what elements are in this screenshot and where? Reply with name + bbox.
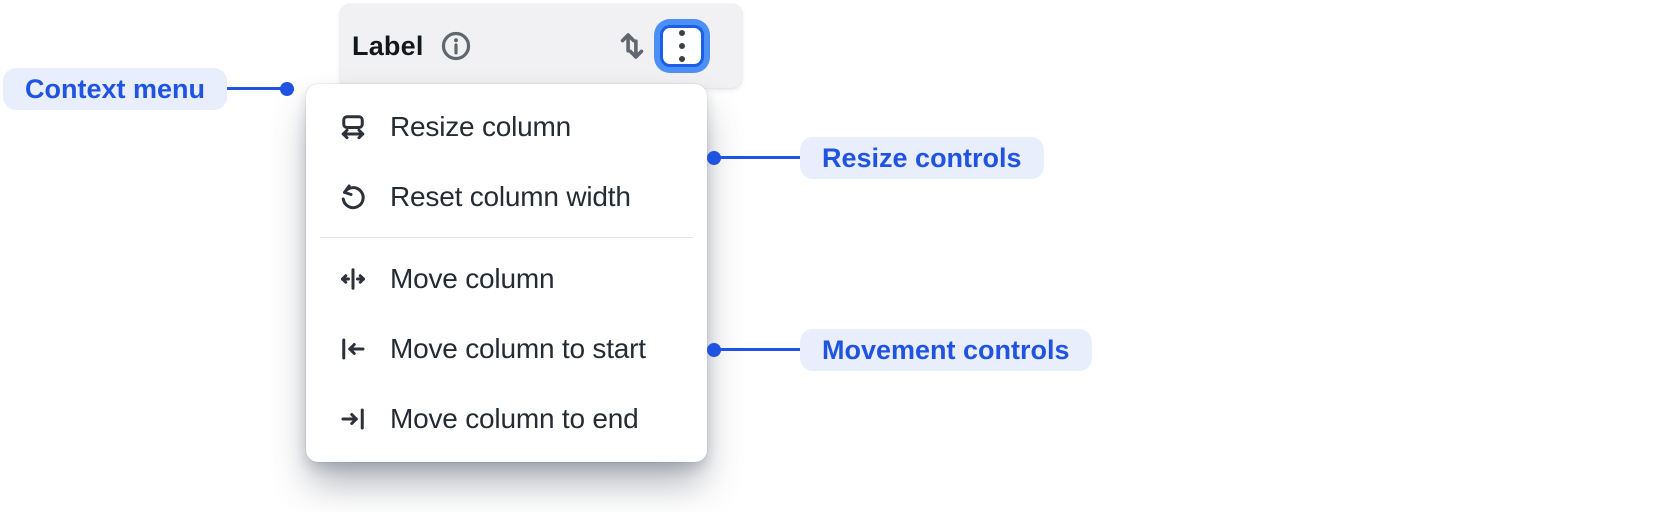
column-header-label: Label bbox=[352, 30, 424, 61]
menu-item-move-column-to-end[interactable]: Move column to end bbox=[306, 384, 707, 454]
annotation-connector-dot bbox=[707, 343, 721, 357]
info-icon[interactable] bbox=[440, 30, 472, 62]
annotation-label: Resize controls bbox=[822, 142, 1022, 173]
column-header: Label bbox=[340, 4, 742, 88]
menu-item-reset-column-width[interactable]: Reset column width bbox=[306, 162, 707, 232]
sort-icon[interactable] bbox=[614, 28, 650, 64]
column-more-menu-button[interactable] bbox=[660, 25, 704, 67]
annotation-resize-controls: Resize controls bbox=[800, 137, 1044, 179]
menu-item-resize-column[interactable]: Resize column bbox=[306, 92, 707, 162]
annotation-connector-dot bbox=[707, 151, 721, 165]
annotation-movement-controls: Movement controls bbox=[800, 329, 1092, 371]
column-context-menu: Resize column Reset column width Move co… bbox=[306, 84, 707, 462]
resize-column-icon bbox=[341, 115, 365, 140]
annotation-connector-dot bbox=[280, 82, 294, 96]
annotation-connector-line bbox=[197, 87, 282, 90]
menu-item-label: Move column bbox=[390, 263, 555, 294]
menu-item-move-column-to-start[interactable]: Move column to start bbox=[306, 314, 707, 384]
menu-item-label: Move column to start bbox=[390, 333, 646, 364]
annotation-label: Context menu bbox=[25, 73, 206, 104]
menu-item-label: Resize column bbox=[390, 111, 572, 142]
menu-divider bbox=[320, 237, 693, 238]
menu-item-label: Move column to end bbox=[390, 403, 639, 434]
menu-item-label: Reset column width bbox=[390, 181, 631, 212]
annotation-connector-line bbox=[720, 156, 800, 159]
annotation-context-menu: Context menu bbox=[3, 68, 228, 110]
annotation-connector-line bbox=[720, 348, 800, 351]
more-vertical-icon bbox=[679, 30, 685, 36]
move-column-icon bbox=[341, 268, 365, 290]
reset-column-width-icon bbox=[341, 184, 365, 210]
move-column-end-icon bbox=[341, 408, 364, 430]
annotation-label: Movement controls bbox=[822, 334, 1070, 365]
move-column-start-icon bbox=[342, 338, 365, 360]
menu-item-move-column[interactable]: Move column bbox=[306, 244, 707, 314]
